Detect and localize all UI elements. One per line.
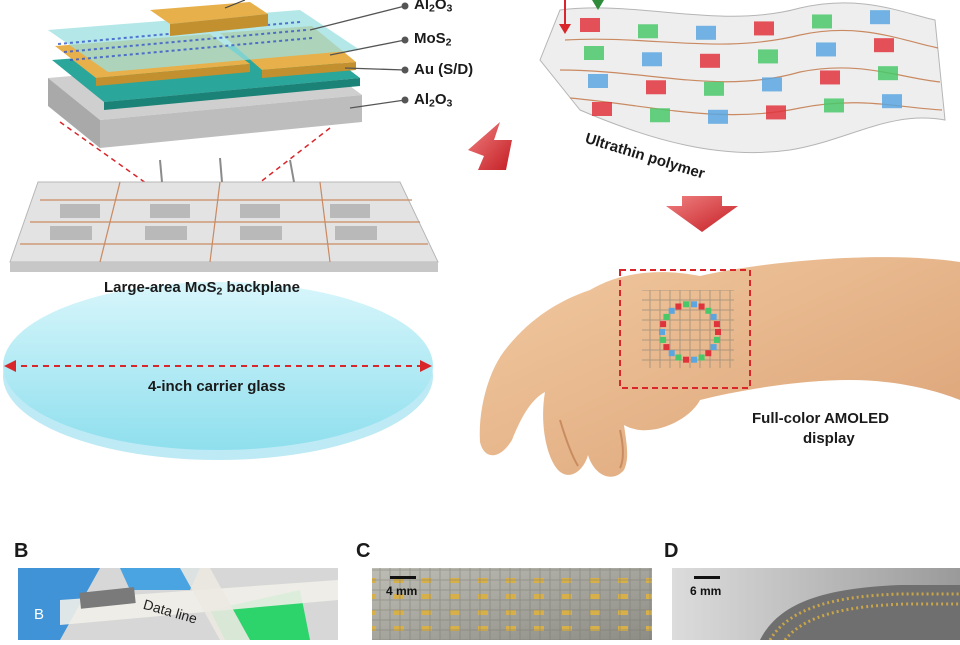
- polymer-pixel: [882, 94, 902, 108]
- panel-b-inset-letter: B: [34, 606, 44, 623]
- caption-carrier-glass: 4-inch carrier glass: [148, 378, 286, 395]
- polymer-pixel: [754, 21, 774, 35]
- mos2-backplane: [10, 158, 438, 272]
- polymer-pixel: [812, 14, 832, 28]
- amoled-pixel: [663, 344, 669, 350]
- amoled-pixel: [683, 357, 689, 363]
- amoled-pixel: [669, 350, 675, 356]
- amoled-pixel: [660, 337, 666, 343]
- polymer-pixel: [696, 26, 716, 40]
- pointer-dot: [402, 97, 409, 104]
- amoled-pixel: [714, 337, 720, 343]
- polymer-pixel: [878, 66, 898, 80]
- amoled-pixel: [699, 304, 705, 310]
- scale-label-d: 6 mm: [690, 584, 721, 598]
- device-stack: [48, 0, 362, 148]
- panel-letter-b: B: [14, 540, 28, 563]
- amoled-pixel: [683, 301, 689, 307]
- pointer-dot: [402, 37, 409, 44]
- scale-bar-c: [390, 576, 416, 579]
- polymer-pixel: [700, 54, 720, 68]
- amoled-pixel: [675, 355, 681, 361]
- amoled-pixel: [705, 350, 711, 356]
- pointer-dot: [402, 67, 409, 74]
- amoled-pixel: [675, 304, 681, 310]
- amoled-pixel: [659, 329, 665, 335]
- polymer-pixel: [642, 52, 662, 66]
- scale-label-c: 4 mm: [386, 584, 417, 598]
- label-al2o3-bottom: Al2O3: [414, 91, 452, 110]
- polymer-pixel: [588, 74, 608, 88]
- panel-letter-d: D: [664, 540, 678, 563]
- amoled-pixel: [699, 355, 705, 361]
- label-al2o3-top: Al2O3: [414, 0, 452, 15]
- polymer-pixel: [820, 70, 840, 84]
- amoled-pixel: [715, 329, 721, 335]
- caption-amoled-line1: Full-color AMOLED: [752, 410, 889, 427]
- polymer-pixel: [704, 82, 724, 96]
- polymer-pixel: [766, 105, 786, 119]
- polymer-pixel: [708, 110, 728, 124]
- amoled-pixel: [711, 344, 717, 350]
- polymer-pixel: [646, 80, 666, 94]
- arrow-right-icon: [468, 122, 512, 170]
- polymer-pixel: [650, 108, 670, 122]
- amoled-pixel: [669, 308, 675, 314]
- panel-letter-c: C: [356, 540, 370, 563]
- polymer-pixel: [870, 10, 890, 24]
- polymer-pixel: [758, 49, 778, 63]
- polymer-pixel: [638, 24, 658, 38]
- amoled-pixel: [705, 308, 711, 314]
- amoled-pixel: [663, 314, 669, 320]
- polymer-pixel: [762, 77, 782, 91]
- scale-bar-d: [694, 576, 720, 579]
- pointer-dot: [402, 3, 409, 10]
- arrow-down-icon: [666, 196, 738, 232]
- panel-b-photo: [18, 568, 338, 640]
- amoled-pixel: [660, 321, 666, 327]
- amoled-pixel: [714, 321, 720, 327]
- polymer-pixel: [584, 46, 604, 60]
- label-mos2: MoS2: [414, 30, 452, 49]
- amoled-pixel: [711, 314, 717, 320]
- amoled-pixel: [691, 301, 697, 307]
- polymer-pixel: [874, 38, 894, 52]
- polymer-pixel: [816, 42, 836, 56]
- caption-backplane: Large-area MoS2 backplane: [104, 279, 300, 298]
- carrier-glass: [3, 282, 433, 460]
- polymer-pixel: [592, 102, 612, 116]
- polymer-pixel: [824, 98, 844, 112]
- polymer-pixel: [580, 18, 600, 32]
- label-au-sd: Au (S/D): [414, 61, 473, 78]
- amoled-pixel: [691, 357, 697, 363]
- caption-amoled-line2: display: [803, 430, 855, 447]
